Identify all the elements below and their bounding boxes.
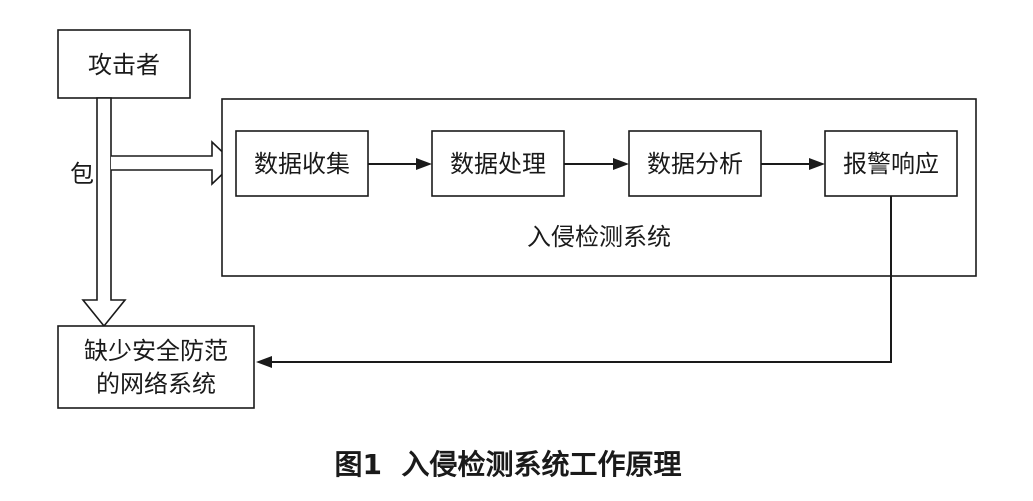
stage-data-processing-label: 数据处理 (450, 150, 546, 178)
arrowhead-processing-to-analysis (613, 158, 629, 170)
arrowhead-collection-to-processing (416, 158, 432, 170)
stage-alarm-response-box (824, 130, 958, 197)
alarm-feedback-line (272, 196, 892, 363)
stage-data-analysis-label: 数据分析 (647, 150, 743, 178)
target-system-label-line2: 的网络系统 (96, 370, 216, 398)
packet-flow-down-arrow (81, 97, 127, 328)
packet-label: 包 (70, 160, 94, 188)
ids-title: 入侵检测系统 (527, 223, 671, 251)
attacker-label: 攻击者 (88, 51, 160, 79)
stage-data-analysis-box (628, 130, 762, 197)
target-system-label-line1: 缺少安全防范 (84, 337, 228, 365)
stage-alarm-response-label: 报警响应 (843, 150, 939, 178)
target-system-box (57, 325, 255, 409)
packet-flow-right-arrow (111, 140, 236, 186)
stage-data-collection-box (235, 130, 369, 197)
attacker-box (57, 29, 191, 99)
figure-caption: 图1 入侵检测系统工作原理 (335, 448, 682, 481)
arrowhead-analysis-to-alarm (809, 158, 825, 170)
alarm-feedback-arrowhead (256, 356, 272, 368)
stage-data-collection-label: 数据收集 (254, 150, 350, 178)
